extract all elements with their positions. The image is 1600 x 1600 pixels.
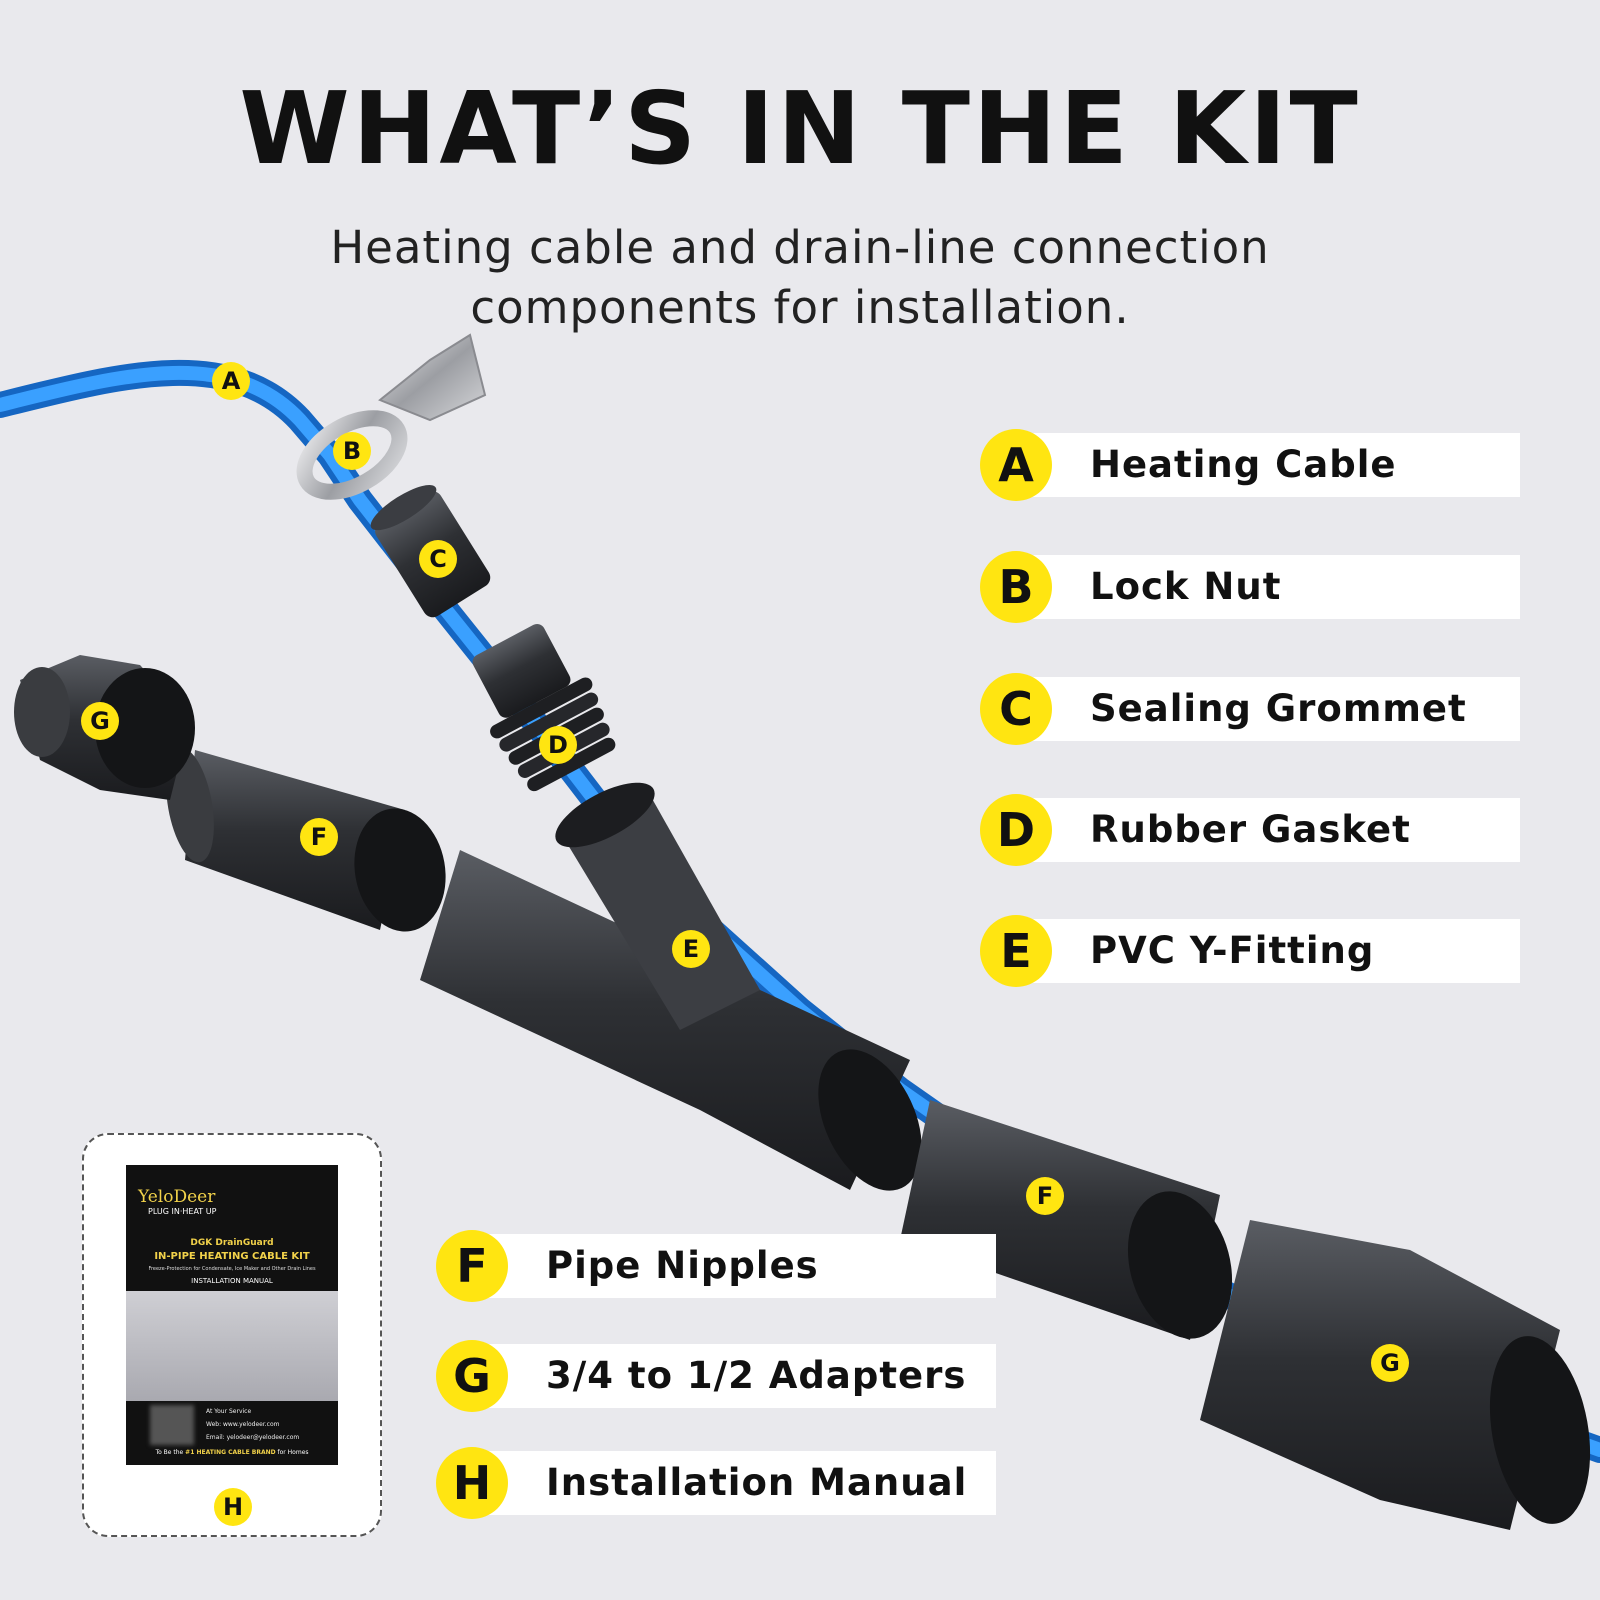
callout-d: D [539, 726, 577, 764]
manual-tagline: PLUG IN·HEAT UP [148, 1207, 217, 1216]
heating-cable [0, 359, 1600, 1463]
manual-brand-logo: YeloDeer [138, 1187, 216, 1207]
legend-item-g: G 3/4 to 1/2 Adapters [436, 1340, 996, 1412]
legend-badge-f: F [436, 1230, 508, 1302]
legend-label-sealing-grommet: Sealing Grommet [1090, 687, 1467, 730]
manual-footer-pre: To Be the [155, 1449, 184, 1456]
legend-badge-h: H [436, 1447, 508, 1519]
legend-badge-e: E [980, 915, 1052, 987]
legend-item-b: B Lock Nut [980, 551, 1520, 623]
legend-bar [472, 1344, 996, 1408]
legend-bar [1016, 919, 1520, 983]
manual-frame: YeloDeer PLUG IN·HEAT UP DGK DrainGuard … [82, 1133, 382, 1537]
legend-item-e: E PVC Y-Fitting [980, 915, 1520, 987]
legend-bar [472, 1451, 996, 1515]
legend-label-installation-manual: Installation Manual [546, 1461, 968, 1504]
legend-item-f: F Pipe Nipples [436, 1230, 996, 1302]
legend-bar [1016, 677, 1520, 741]
manual-kit-title: IN-PIPE HEATING CABLE KIT [154, 1251, 310, 1262]
legend-label-pvc-y-fitting: PVC Y-Fitting [1090, 929, 1375, 972]
pvc-y-fitting-part [420, 782, 922, 1191]
callout-b: B [333, 432, 371, 470]
legend-item-a: A Heating Cable [980, 429, 1520, 501]
legend-label-rubber-gasket: Rubber Gasket [1090, 808, 1411, 851]
callout-a: A [212, 362, 250, 400]
legend-bar [1016, 798, 1520, 862]
callout-f-lower: F [1026, 1177, 1064, 1215]
legend-badge-a: A [980, 429, 1052, 501]
legend-item-h: H Installation Manual [436, 1447, 996, 1519]
callout-f-upper: F [300, 818, 338, 856]
legend-badge-c: C [980, 673, 1052, 745]
callout-c: C [419, 540, 457, 578]
pipe-nipple-part-1 [166, 747, 446, 932]
legend-badge-g: G [436, 1340, 508, 1412]
page-title: WHAT’S IN THE KIT [239, 70, 1361, 187]
manual-footer-bold: #1 HEATING CABLE BRAND [185, 1449, 276, 1456]
manual-product-name: DGK DrainGuard [190, 1238, 274, 1248]
legend-badge-b: B [980, 551, 1052, 623]
lock-nut-part [296, 333, 487, 500]
legend-bar [1016, 555, 1520, 619]
manual-product-photo [126, 1291, 338, 1401]
callout-h: H [214, 1488, 252, 1526]
legend-badge-d: D [980, 794, 1052, 866]
callout-e: E [672, 930, 710, 968]
pipe-nipple-part-2 [900, 1100, 1233, 1340]
manual-freeze-line: Freeze-Protection for Condensate, Ice Ma… [148, 1266, 316, 1272]
manual-email: Email: yelodeer@yelodeer.com [206, 1434, 300, 1441]
callout-g-upper: G [81, 702, 119, 740]
manual-doc-type: INSTALLATION MANUAL [191, 1277, 273, 1285]
legend-item-d: D Rubber Gasket [980, 794, 1520, 866]
legend-label-pipe-nipples: Pipe Nipples [546, 1244, 819, 1287]
manual-service: At Your Service [206, 1408, 252, 1415]
manual-footer-post: for Homes [277, 1449, 309, 1456]
manual-footer: To Be the #1 HEATING CABLE BRAND for Hom… [126, 1449, 338, 1456]
legend-label-adapters: 3/4 to 1/2 Adapters [546, 1354, 967, 1397]
legend-label-lock-nut: Lock Nut [1090, 565, 1282, 608]
legend-bar [472, 1234, 996, 1298]
page-subtitle: Heating cable and drain-line connection … [200, 218, 1400, 338]
manual-web: Web: www.yelodeer.com [206, 1421, 280, 1428]
subtitle-line-1: Heating cable and drain-line connection [330, 221, 1270, 274]
legend-label-heating-cable: Heating Cable [1090, 443, 1397, 486]
manual-cover: YeloDeer PLUG IN·HEAT UP DGK DrainGuard … [126, 1165, 338, 1465]
legend-item-c: C Sealing Grommet [980, 673, 1520, 745]
subtitle-line-2: components for installation. [470, 281, 1130, 334]
legend-bar [1016, 433, 1520, 497]
callout-g-lower: G [1371, 1344, 1409, 1382]
manual-qr-code [150, 1405, 194, 1445]
